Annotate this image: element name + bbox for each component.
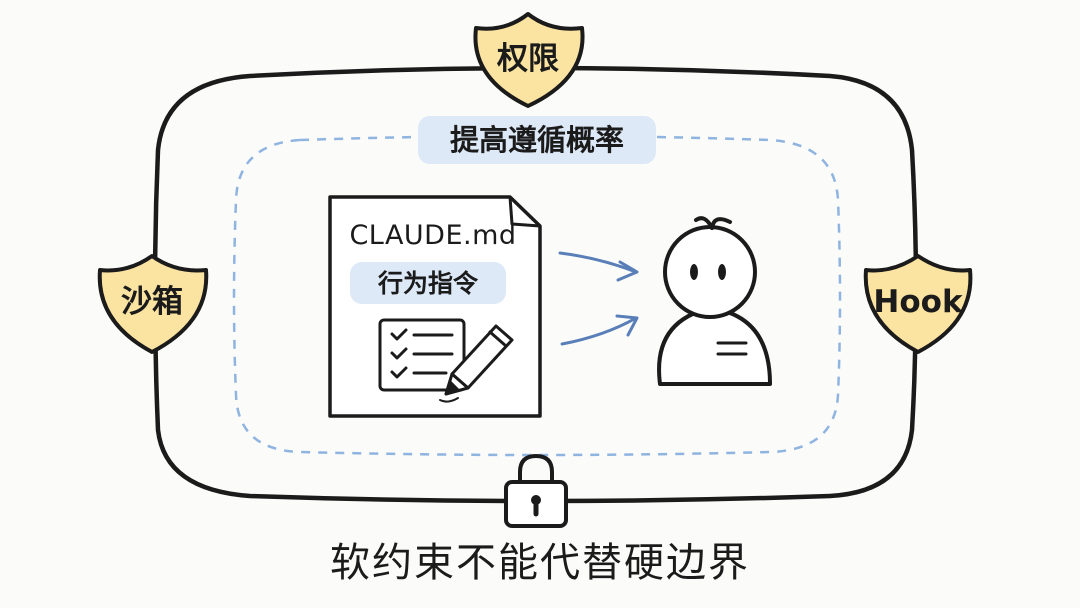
arrow-icon: [558, 251, 639, 282]
shield-label-right: Hook: [873, 284, 963, 320]
checklist-icon: [378, 318, 466, 392]
pencil-icon: [439, 324, 514, 403]
inner-pill-bg: [418, 116, 656, 164]
document-title: CLAUDE.md: [349, 220, 517, 251]
shield-icon: [863, 254, 973, 354]
shield-label-top: 权限: [497, 41, 559, 77]
caption: 软约束不能代替硬边界: [330, 540, 750, 586]
shield-icon: [97, 254, 209, 354]
doc-pill-bg: [350, 262, 506, 304]
arrow-icon: [560, 314, 639, 346]
inner-dashed-boundary: [232, 134, 842, 457]
lock-icon: [504, 454, 568, 528]
shield-icon: [473, 12, 585, 108]
inner-pill-label: 提高遵循概率: [449, 123, 624, 157]
shield-label-left: 沙箱: [121, 284, 183, 320]
document-pill-label: 行为指令: [377, 269, 478, 298]
agent-figure-icon: [657, 216, 772, 386]
